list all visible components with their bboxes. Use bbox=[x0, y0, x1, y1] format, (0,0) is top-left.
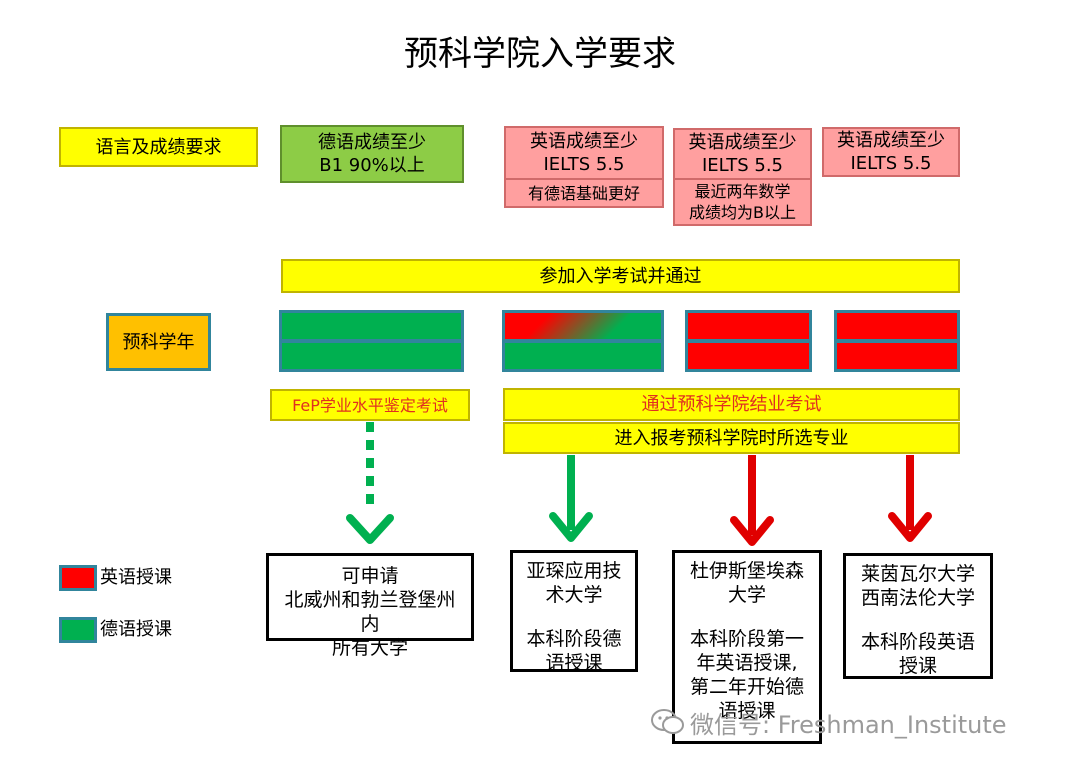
dest-2-desc-line-1: 本科阶段德 bbox=[526, 628, 622, 650]
dest-3-name-line-1: 杜伊斯堡埃森 bbox=[689, 560, 804, 582]
dest-4-name-line-2: 西南法伦大学 bbox=[860, 587, 975, 609]
dest-4-name-line-1: 莱茵瓦尔大学 bbox=[860, 563, 975, 585]
fep-exam-text: FeP学业水平鉴定考试 bbox=[292, 395, 448, 415]
legend-swatch-english bbox=[59, 565, 97, 591]
row-label-prep-year: 预科学年 bbox=[106, 313, 211, 371]
dest-1-line-2: 北威州和勃兰登堡州内 bbox=[284, 589, 456, 635]
red-arrow-2 bbox=[888, 455, 932, 542]
wechat-icon bbox=[651, 709, 684, 734]
destination-box-duisburg: 杜伊斯堡埃森 大学 本科阶段第一 年英语授课, 第二年开始德 语授课 bbox=[672, 550, 822, 744]
dest-3-desc-line-2: 年英语授课, bbox=[696, 652, 798, 674]
legend-swatch-german bbox=[59, 617, 97, 643]
dest-3-name-line-2: 大学 bbox=[727, 584, 766, 606]
destination-box-rhein-waal: 莱茵瓦尔大学 西南法伦大学 本科阶段英语 授课 bbox=[843, 553, 993, 679]
watermark: 微信号: Freshman_Institute bbox=[650, 704, 1070, 740]
legend-label-german: 德语授课 bbox=[100, 619, 172, 640]
watermark-text: 微信号: Freshman_Institute bbox=[690, 710, 1007, 739]
english-req-3-line-2: IELTS 5.5 bbox=[850, 153, 932, 174]
entrance-exam-bar: 参加入学考试并通过 bbox=[281, 259, 960, 293]
english-requirement-note-1: 有德语基础更好 bbox=[504, 178, 664, 208]
prep-year-1-semester-2 bbox=[279, 340, 464, 372]
english-requirement-note-2: 最近两年数学 成绩均为B以上 bbox=[673, 178, 812, 226]
dest-2-name-line-2: 术大学 bbox=[545, 584, 603, 606]
english-req-1-note: 有德语基础更好 bbox=[527, 183, 640, 203]
red-arrow-1 bbox=[730, 455, 774, 546]
english-req-2-note-line-1: 最近两年数学 bbox=[694, 182, 791, 201]
prep-year-3-semester-2 bbox=[685, 340, 812, 372]
destination-box-aachen: 亚琛应用技 术大学 本科阶段德 语授课 bbox=[510, 550, 638, 674]
prep-year-4-semester-2 bbox=[834, 340, 960, 372]
major-selection-box: 进入报考预科学院时所选专业 bbox=[503, 422, 960, 454]
major-selection-text: 进入报考预科学院时所选专业 bbox=[614, 427, 849, 449]
dest-1-line-1: 可申请 bbox=[341, 565, 399, 587]
entrance-exam-text: 参加入学考试并通过 bbox=[539, 265, 702, 287]
english-req-2-note-line-2: 成绩均为B以上 bbox=[689, 203, 796, 222]
dest-3-desc-line-3: 第二年开始德 bbox=[689, 676, 804, 698]
prep-year-2-semester-2 bbox=[502, 340, 664, 372]
dest-4-desc-line-2: 授课 bbox=[898, 655, 937, 677]
english-req-3-line-1: 英语成绩至少 bbox=[837, 130, 945, 151]
english-requirement-box-2: 英语成绩至少 IELTS 5.5 bbox=[673, 128, 812, 180]
dest-4-desc-line-1: 本科阶段英语 bbox=[860, 631, 975, 653]
dest-2-desc-line-2: 语授课 bbox=[545, 652, 603, 674]
english-requirement-box-3: 英语成绩至少 IELTS 5.5 bbox=[822, 127, 960, 177]
legend-label-english: 英语授课 bbox=[100, 567, 172, 588]
final-exam-text: 通过预科学院结业考试 bbox=[641, 394, 822, 415]
english-req-2-line-2: IELTS 5.5 bbox=[702, 155, 783, 176]
fep-exam-box: FeP学业水平鉴定考试 bbox=[270, 389, 470, 421]
dest-1-line-3: 所有大学 bbox=[331, 637, 408, 659]
dashed-green-arrow bbox=[346, 422, 394, 544]
dest-3-desc-line-4: 语授课 bbox=[718, 700, 776, 722]
german-req-line-1: 德语成绩至少 bbox=[318, 132, 426, 153]
dest-2-name-line-1: 亚琛应用技 bbox=[526, 560, 622, 582]
english-req-1-line-2: IELTS 5.5 bbox=[543, 154, 625, 175]
page-title: 预科学院入学要求 bbox=[404, 34, 676, 74]
german-requirement-box: 德语成绩至少 B1 90%以上 bbox=[280, 125, 464, 183]
dest-3-desc-line-1: 本科阶段第一 bbox=[689, 628, 804, 650]
english-req-1-line-1: 英语成绩至少 bbox=[530, 131, 638, 152]
row-label-language: 语言及成绩要求 bbox=[59, 127, 258, 167]
english-req-2-line-1: 英语成绩至少 bbox=[688, 132, 797, 153]
destination-box-nrw: 可申请 北威州和勃兰登堡州内 所有大学 bbox=[266, 553, 474, 659]
german-req-line-2: B1 90%以上 bbox=[319, 155, 425, 176]
row-label-language-text: 语言及成绩要求 bbox=[95, 136, 222, 158]
final-exam-box: 通过预科学院结业考试 bbox=[503, 388, 960, 421]
green-arrow bbox=[549, 455, 593, 542]
row-label-prep-year-text: 预科学年 bbox=[122, 331, 195, 353]
english-requirement-box-1: 英语成绩至少 IELTS 5.5 bbox=[504, 126, 664, 180]
